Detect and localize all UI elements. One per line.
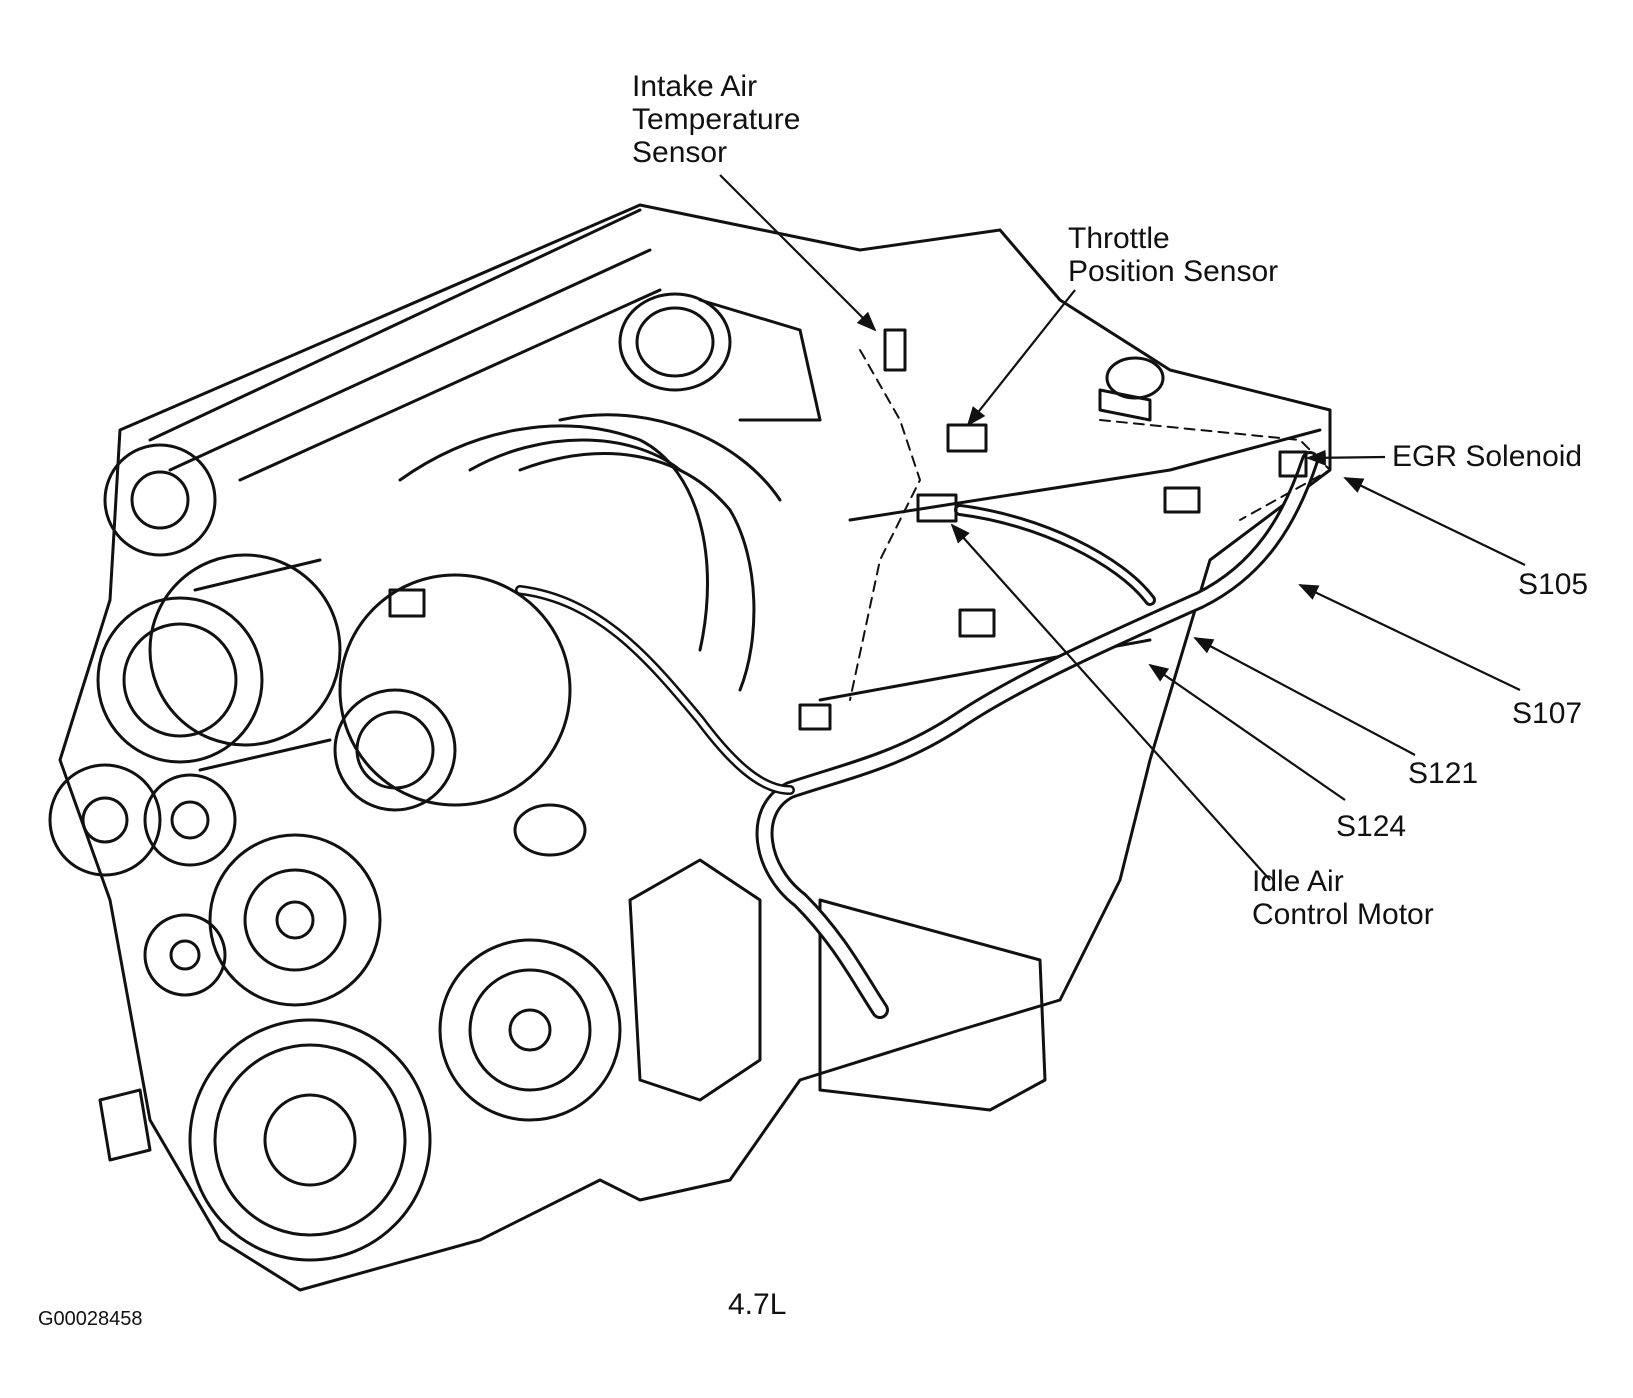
- leader-s121: [1193, 637, 1416, 756]
- label-s124: S124: [1336, 810, 1407, 843]
- label-intake-air-temperature-sensor: Intake Air Temperature Sensor: [632, 70, 801, 169]
- engine-illustration: [48, 203, 1332, 1292]
- leader-tps: [966, 289, 1076, 427]
- leader-lines: [719, 174, 1526, 881]
- leader-egr: [1306, 449, 1386, 466]
- leader-s107: [1298, 584, 1521, 691]
- label-egr-solenoid: EGR Solenoid: [1392, 440, 1583, 473]
- label-s121: S121: [1408, 757, 1479, 790]
- label-idle-air-control-motor: Idle Air Control Motor: [1252, 865, 1434, 931]
- label-throttle-position-sensor: Throttle Position Sensor: [1068, 222, 1279, 288]
- leader-s124: [1148, 663, 1346, 801]
- label-s107: S107: [1512, 697, 1583, 730]
- leader-iat: [719, 174, 877, 332]
- label-s105: S105: [1518, 568, 1589, 601]
- leader-s105: [1343, 477, 1526, 566]
- figure-id: G00028458: [38, 1308, 143, 1330]
- leader-iac: [950, 523, 1271, 881]
- engine-size-caption: 4.7L: [728, 1288, 787, 1321]
